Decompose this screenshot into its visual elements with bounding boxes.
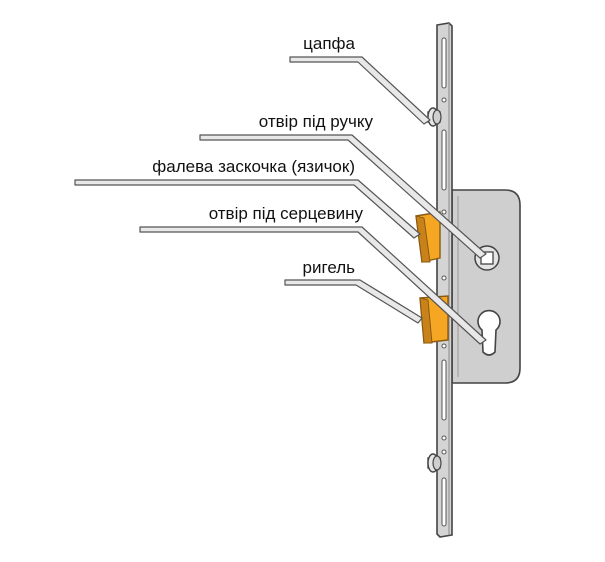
cylinder-hole: [477, 309, 501, 356]
tsapfa-upper-pin: [427, 107, 442, 127]
tsapfa-lower-pin: [427, 453, 442, 473]
leader-latch: [74, 179, 421, 239]
faceplate: [436, 22, 453, 538]
label-bolt: ригель: [302, 258, 355, 277]
label-tsapfa: цапфа: [303, 34, 355, 53]
label-cylinder-hole: отвір під серцевину: [208, 204, 363, 223]
leader-tsapfa: [289, 56, 431, 125]
label-handle-hole: отвір під ручку: [258, 112, 373, 131]
label-latch: фалева заскочка (язичок): [152, 157, 355, 176]
latch-bolt: [415, 211, 441, 263]
leader-lines: [74, 56, 487, 345]
leader-cylinder-hole: [139, 226, 487, 345]
leader-bolt: [284, 279, 423, 324]
leader-handle-hole: [199, 134, 487, 259]
